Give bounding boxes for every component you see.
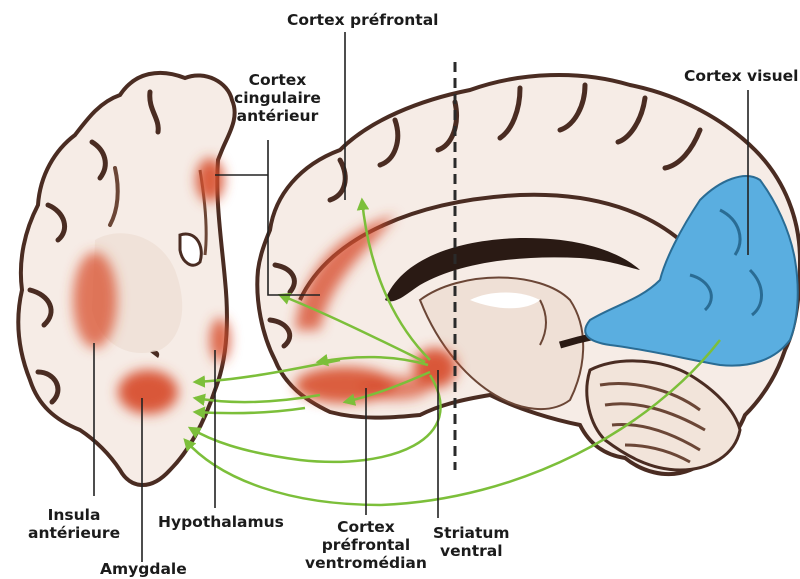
label-insula: Insula antérieure xyxy=(28,506,120,542)
label-cortex-cingulaire: Cortex cingulaire antérieur xyxy=(234,71,321,125)
coronal-section xyxy=(18,73,234,485)
label-striatum: Striatum ventral xyxy=(433,524,510,560)
label-cortex-prefrontal: Cortex préfrontal xyxy=(287,11,439,29)
label-hypothalamus: Hypothalamus xyxy=(158,513,284,531)
label-cortex-visuel: Cortex visuel xyxy=(684,67,799,85)
arrow-vmpfc-to-amygdala-c xyxy=(195,408,305,413)
label-amygdale: Amygdale xyxy=(100,560,187,578)
sagittal-section xyxy=(257,75,800,474)
label-cortex-vm: Cortex préfrontal ventromédian xyxy=(305,518,427,572)
